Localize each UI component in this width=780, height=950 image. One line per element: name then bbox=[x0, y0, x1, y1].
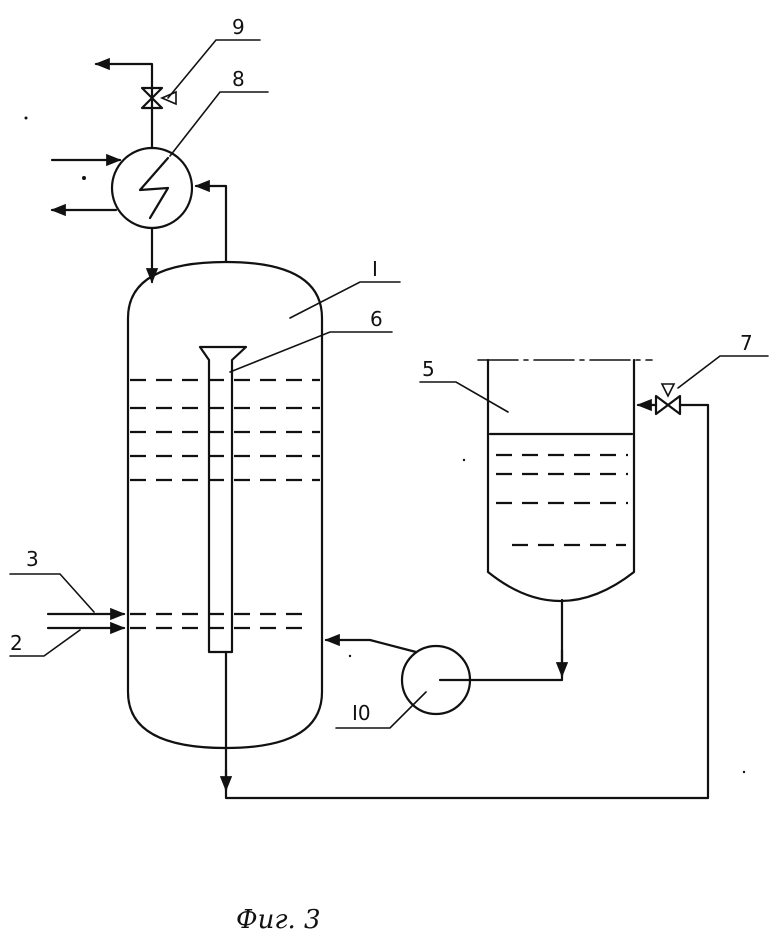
bottom-return-line bbox=[219, 403, 710, 800]
label-vessel: 5 bbox=[422, 357, 435, 381]
pump bbox=[400, 644, 472, 716]
label-valve-top: 9 bbox=[232, 15, 245, 39]
speck bbox=[82, 176, 86, 180]
speck bbox=[348, 654, 352, 658]
heat-exchanger bbox=[110, 146, 194, 230]
inner-tube bbox=[198, 345, 248, 654]
label-pump: I0 bbox=[352, 701, 371, 725]
figure-caption: Фиг. 3 bbox=[236, 905, 321, 935]
vapour-line bbox=[194, 179, 228, 264]
gas-outlet-line bbox=[94, 57, 154, 150]
label-feed-2: 2 bbox=[10, 631, 23, 655]
valve-right bbox=[636, 383, 710, 416]
label-inner-tube: 6 bbox=[370, 307, 383, 331]
label-valve-right: 7 bbox=[740, 331, 753, 355]
pump-discharge-line bbox=[324, 633, 418, 654]
vessel bbox=[477, 358, 653, 603]
speck bbox=[24, 116, 28, 120]
speck bbox=[462, 458, 466, 462]
vessel-to-pump-line bbox=[438, 598, 564, 682]
feed-lines bbox=[9, 573, 126, 657]
valve-top bbox=[140, 86, 177, 110]
label-heat-exchanger: 8 bbox=[232, 67, 245, 91]
leader-lines bbox=[167, 39, 769, 729]
speck bbox=[742, 770, 746, 774]
reactor-column bbox=[126, 260, 324, 750]
coil-zigzag bbox=[138, 156, 170, 220]
label-reactor: I bbox=[372, 257, 378, 281]
label-feed-3: 3 bbox=[26, 547, 39, 571]
